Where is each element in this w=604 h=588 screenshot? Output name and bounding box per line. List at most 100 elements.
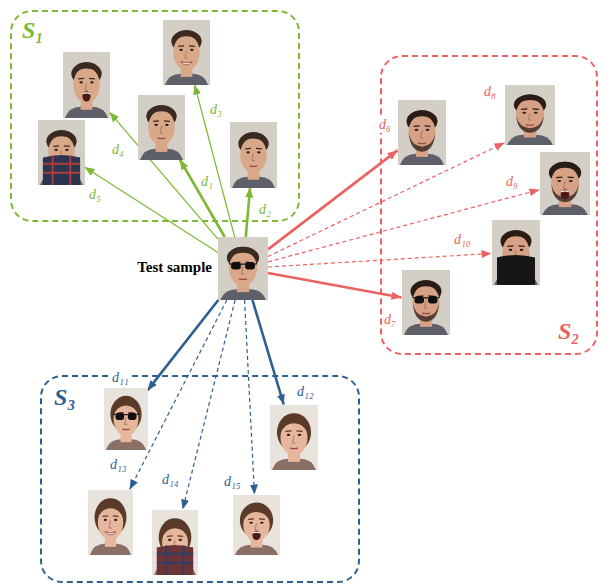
face-skin: [148, 109, 174, 145]
face-image: [398, 100, 446, 165]
nose: [420, 130, 423, 138]
face-photo: [402, 270, 450, 335]
scarf: [42, 155, 79, 185]
eye: [179, 48, 183, 50]
eye: [508, 248, 512, 250]
distance-label: d₁₁: [110, 371, 131, 386]
eye: [414, 128, 418, 130]
distance-arrow: [268, 150, 398, 249]
nose: [292, 435, 295, 443]
face-image: [270, 405, 318, 470]
face-photo: [152, 510, 198, 575]
sunglasses: [127, 412, 136, 419]
hair: [242, 506, 269, 522]
face-photo: [138, 95, 185, 160]
eye: [246, 151, 250, 153]
photo-background: [218, 237, 268, 300]
nose: [563, 181, 566, 188]
distance-label: d₈: [482, 85, 498, 100]
test-sample-label: Test sample: [137, 259, 212, 276]
mouth: [157, 137, 165, 139]
eye: [54, 148, 58, 150]
sunglasses: [113, 413, 138, 415]
mouth: [122, 428, 129, 430]
face-image: [152, 510, 198, 575]
eyebrows: [413, 125, 430, 127]
eyebrows: [178, 45, 195, 47]
distance-label: d₁₅: [222, 475, 243, 490]
photo-background: [398, 100, 446, 165]
face-image: [540, 152, 590, 215]
mouth: [82, 91, 90, 101]
mouth: [104, 531, 115, 534]
eyebrows: [556, 176, 574, 178]
hair: [147, 105, 174, 120]
teeth: [253, 531, 260, 533]
sunglasses: [428, 295, 438, 303]
hair: [97, 502, 123, 519]
face-image: [104, 388, 148, 450]
eye: [165, 123, 169, 125]
photo-background: [88, 490, 133, 555]
distance-label: d₂: [257, 203, 273, 218]
photo-background: [402, 270, 450, 335]
photo-background: [138, 95, 185, 160]
eyebrows: [78, 77, 95, 79]
hair: [550, 161, 579, 176]
face-image: Test sample: [218, 237, 268, 300]
set-label: S₃: [54, 385, 76, 409]
distance-arrow: [183, 300, 235, 510]
eye: [90, 81, 94, 83]
photo-background: [505, 85, 555, 145]
hair: [515, 94, 544, 108]
distance-arrow: [180, 160, 225, 238]
eyebrows: [53, 145, 70, 147]
sunglasses: [412, 296, 439, 298]
hair: [228, 247, 257, 262]
set-label: S₁: [22, 18, 44, 42]
face-photo: [63, 52, 110, 118]
photo-background: [63, 52, 110, 118]
scarf-pattern: [156, 545, 192, 574]
distance-label: d₅: [87, 188, 103, 203]
face-skin: [73, 66, 99, 102]
nose: [528, 113, 531, 120]
hair: [408, 110, 436, 125]
sunglasses: [229, 263, 257, 265]
eye: [568, 179, 572, 181]
face-photo: [270, 405, 318, 470]
scarf: [156, 545, 192, 575]
photo-background: [233, 495, 280, 555]
face-image: [138, 95, 185, 160]
face-photo: [233, 495, 280, 555]
eye: [154, 123, 158, 125]
eye: [113, 518, 116, 520]
mouth: [418, 142, 426, 144]
eye: [286, 433, 290, 435]
sample-set-box: S₂: [380, 55, 598, 355]
sunglasses: [414, 295, 424, 303]
distance-label: d₁₃: [108, 458, 129, 473]
face-image: [233, 495, 280, 555]
mouth: [252, 530, 260, 539]
mouth: [290, 447, 298, 449]
distance-label: d₁₂: [295, 385, 316, 400]
sample-set-box: S₃: [40, 375, 360, 583]
mouth: [560, 189, 569, 199]
beard: [516, 115, 543, 132]
nose: [241, 267, 244, 274]
hair: [412, 280, 440, 295]
photo-background: [540, 152, 590, 215]
eye: [249, 521, 253, 523]
nose: [124, 417, 127, 424]
photo-background: [152, 510, 198, 575]
hair: [280, 417, 308, 434]
face-image: [163, 20, 210, 85]
face-photo: [540, 152, 590, 215]
distance-label: d₁: [199, 175, 215, 190]
face-image: [505, 85, 555, 145]
distance-label: d₁₀: [452, 233, 473, 248]
nose: [85, 82, 88, 90]
hair: [502, 230, 530, 245]
